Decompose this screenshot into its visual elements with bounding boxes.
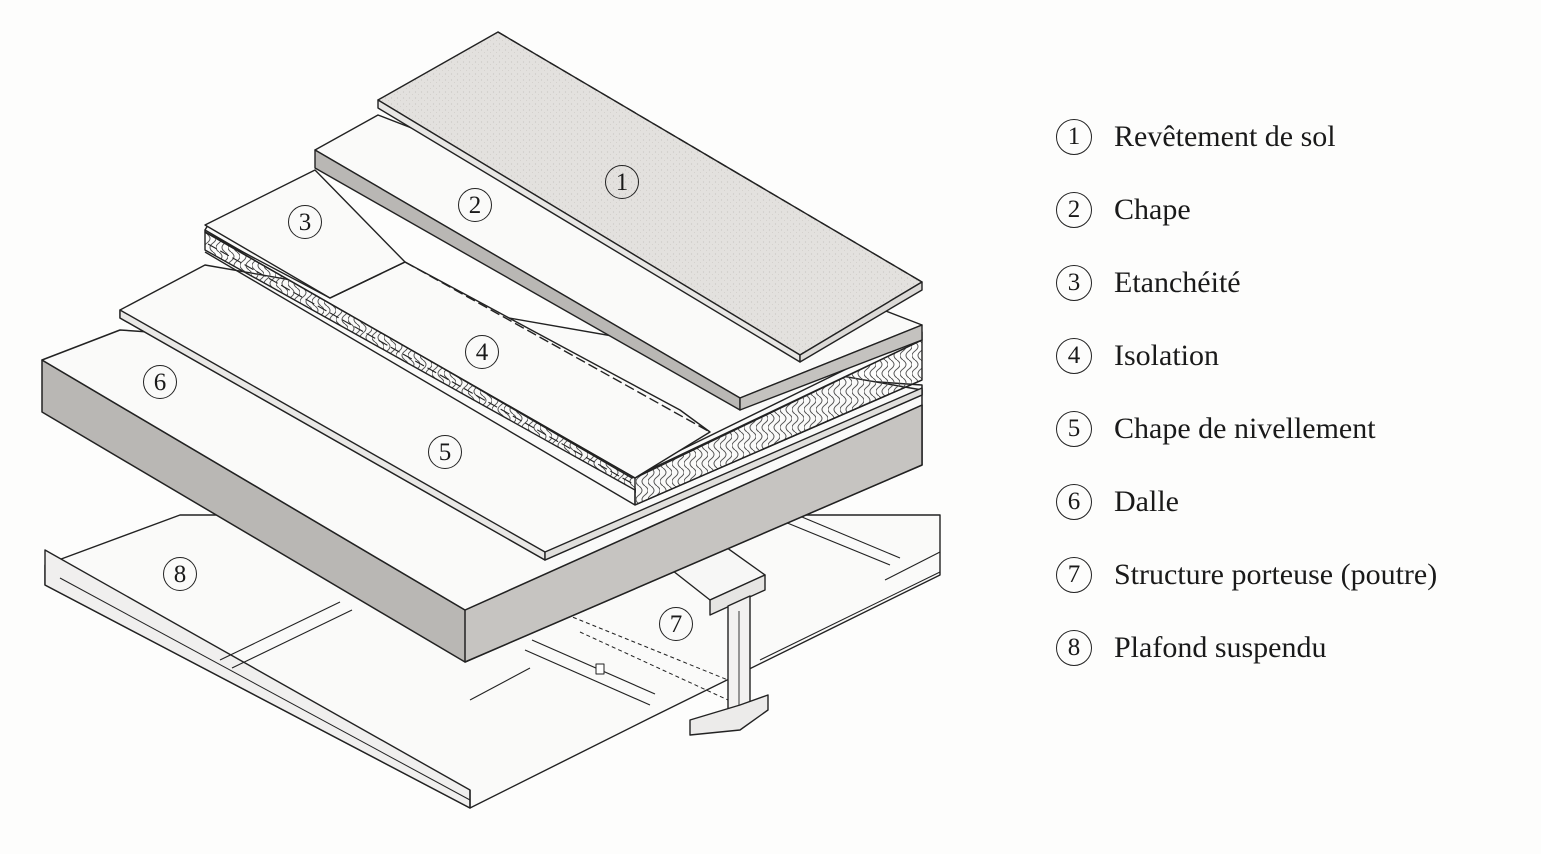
legend-item: 4 Isolation xyxy=(1056,319,1437,392)
callout-1: 1 xyxy=(605,165,639,199)
callout-2: 2 xyxy=(458,188,492,222)
legend-item: 7 Structure porteuse (poutre) xyxy=(1056,538,1437,611)
legend: 1 Revêtement de sol 2 Chape 3 Etanchéité… xyxy=(1056,100,1437,684)
floor-covering xyxy=(377,31,923,363)
legend-item: 6 Dalle xyxy=(1056,465,1437,538)
legend-number: 1 xyxy=(1056,118,1092,155)
callout-3: 3 xyxy=(288,205,322,239)
legend-item: 8 Plafond suspendu xyxy=(1056,611,1437,684)
legend-label: Chape de nivellement xyxy=(1114,411,1376,445)
legend-number: 3 xyxy=(1056,264,1092,301)
callout-6: 6 xyxy=(143,365,177,399)
floor-build-up-diagram xyxy=(41,31,941,809)
callout-8: 8 xyxy=(163,557,197,591)
callout-5: 5 xyxy=(428,435,462,469)
legend-item: 1 Revêtement de sol xyxy=(1056,100,1437,173)
legend-label: Etanchéité xyxy=(1114,265,1241,299)
legend-label: Dalle xyxy=(1114,484,1179,518)
legend-label: Structure porteuse (poutre) xyxy=(1114,557,1438,591)
legend-number: 2 xyxy=(1056,191,1092,228)
legend-number: 7 xyxy=(1056,556,1092,593)
legend-number: 5 xyxy=(1056,410,1092,447)
legend-label: Plafond suspendu xyxy=(1114,630,1327,664)
legend-label: Chape xyxy=(1114,192,1191,226)
legend-item: 5 Chape de nivellement xyxy=(1056,392,1437,465)
legend-item: 2 Chape xyxy=(1056,173,1437,246)
callout-7: 7 xyxy=(659,607,693,641)
legend-item: 3 Etanchéité xyxy=(1056,246,1437,319)
legend-label: Revêtement de sol xyxy=(1114,119,1336,153)
legend-number: 6 xyxy=(1056,483,1092,520)
legend-number: 4 xyxy=(1056,337,1092,374)
callout-4: 4 xyxy=(465,335,499,369)
legend-label: Isolation xyxy=(1114,338,1219,372)
legend-number: 8 xyxy=(1056,629,1092,666)
